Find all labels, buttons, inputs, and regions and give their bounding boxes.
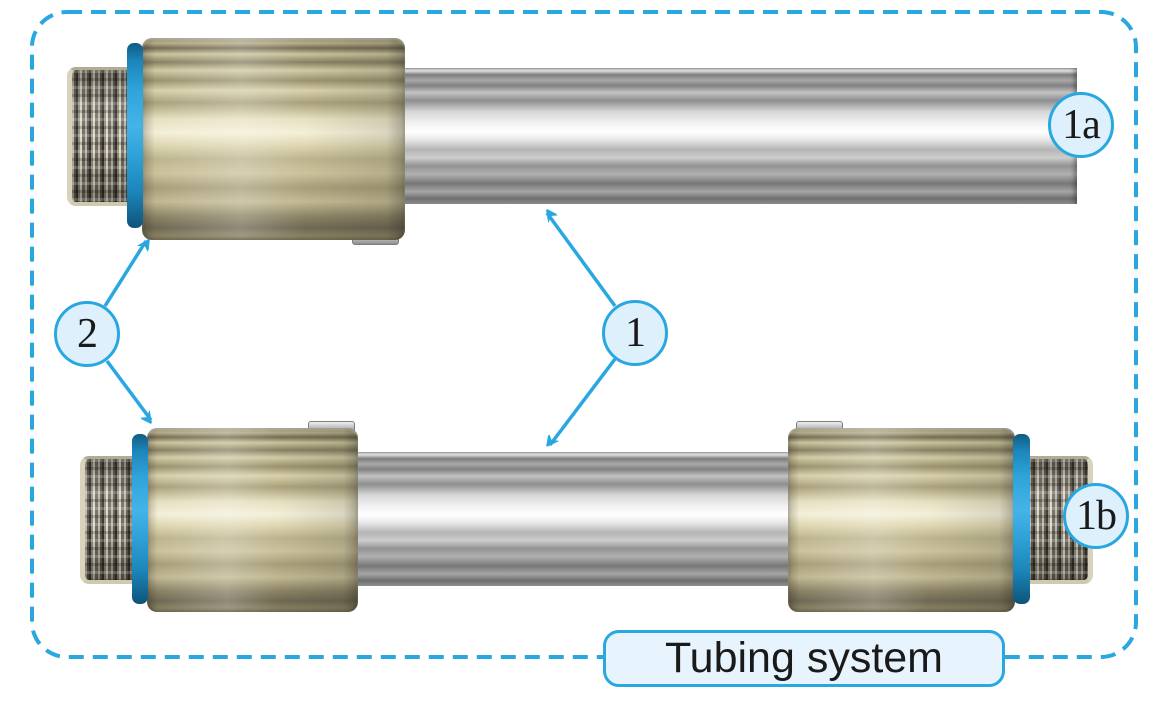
caption-box: Tubing system [603, 630, 1005, 687]
tube-top [405, 68, 1077, 204]
fitting-nut-bottom-left [147, 428, 358, 612]
fitting-nut-top [142, 38, 405, 240]
threaded-port-top [67, 67, 130, 206]
callout-arrows [103, 213, 617, 445]
arrow-2-to-top-fitting [103, 241, 146, 307]
callout-tube: 1 [602, 300, 668, 366]
callout-assembly-bottom: 1b [1063, 483, 1129, 549]
callout-assembly-top: 1a [1048, 92, 1114, 158]
callout-fitting-label: 2 [77, 311, 98, 357]
arrow-1-to-top-tube [545, 213, 617, 308]
arrow-2-to-bottom-fitting [105, 359, 153, 420]
tube-bottom [358, 452, 790, 586]
caption-text: Tubing system [664, 634, 943, 682]
fitting-nut-bottom-right [788, 428, 1015, 612]
callout-assembly-bottom-label: 1b [1076, 493, 1117, 539]
callout-assembly-top-label: 1a [1062, 102, 1101, 148]
system-boundary-dashed-border [30, 10, 1138, 659]
blue-seal-ring-bottom-left [132, 434, 148, 604]
callout-fitting: 2 [54, 301, 120, 367]
blue-seal-ring-bottom-right [1013, 434, 1030, 604]
blue-seal-ring-top [127, 43, 143, 228]
arrow-1-to-bottom-tube [550, 357, 617, 445]
callout-tube-label: 1 [625, 310, 646, 356]
